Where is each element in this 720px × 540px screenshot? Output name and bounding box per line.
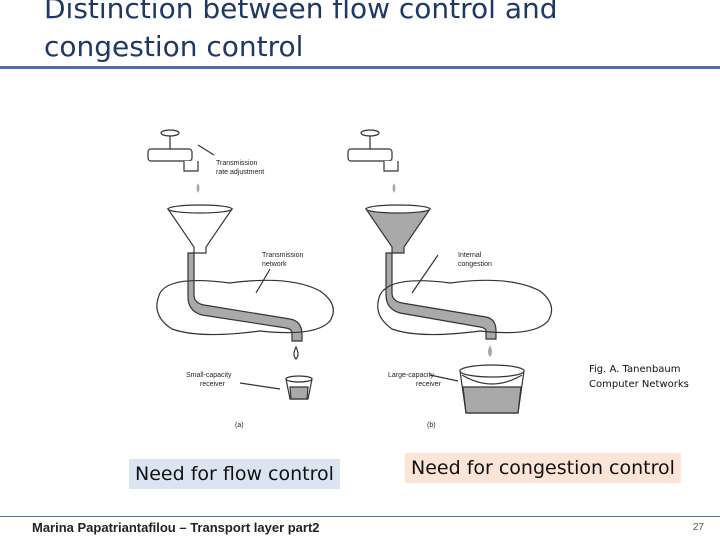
- faucet-a-icon: [147, 129, 199, 172]
- page-number: 27: [692, 522, 704, 533]
- congestion-control-box: Need for congestion control: [405, 453, 681, 483]
- water-drop-a-icon: [196, 183, 200, 193]
- flow-control-box: Need for flow control: [129, 459, 340, 489]
- label-internal-congestion: Internal: [458, 252, 482, 259]
- funnel-a: [166, 208, 234, 254]
- label-transmission-network: Transmission: [262, 252, 303, 259]
- slide-title: Distinction between flow control and con…: [44, 0, 558, 63]
- footer-text: Marina Papatriantafilou – Transport laye…: [32, 520, 320, 535]
- caption-line-1: Fig. A. Tanenbaum: [589, 364, 681, 375]
- funnel-b: [364, 208, 432, 254]
- pipe-a: [187, 252, 303, 342]
- network-a: [156, 279, 334, 336]
- large-bucket-b: [459, 364, 525, 414]
- panel-b: [347, 129, 553, 414]
- water-drop-b-icon: [392, 183, 396, 193]
- network-b: [377, 279, 553, 336]
- title-underline: [0, 66, 720, 69]
- label-large-capacity: Large-capacity: [388, 372, 434, 379]
- label-transmission-network-2: network: [262, 261, 287, 268]
- faucet-b-icon: [347, 129, 399, 172]
- pipe-b: [385, 252, 497, 340]
- label-transmission-rate: Transmission: [216, 160, 257, 167]
- footer-divider: [0, 516, 720, 517]
- label-transmission-rate-2: rate adjustment: [216, 169, 264, 176]
- label-small-capacity-2: receiver: [200, 381, 226, 388]
- panel-a: [147, 129, 334, 400]
- label-small-capacity: Small-capacity: [186, 372, 232, 379]
- label-internal-congestion-2: congestion: [458, 261, 492, 268]
- sublabel-a: (a): [235, 422, 244, 429]
- figure-caption: Fig. A. Tanenbaum Computer Networks: [589, 362, 689, 392]
- caption-line-2: Computer Networks: [589, 379, 689, 390]
- small-bucket-a: [285, 375, 313, 400]
- label-large-capacity-2: receiver: [416, 381, 442, 388]
- sublabel-b: (b): [427, 422, 436, 429]
- tanenbaum-figure: Transmission rate adjustment Transmissio…: [147, 129, 553, 429]
